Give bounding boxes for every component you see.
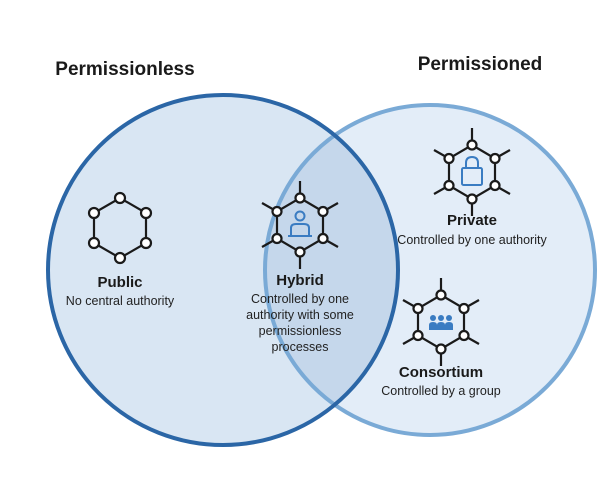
hybrid-title: Hybrid bbox=[276, 272, 324, 289]
private-desc: Controlled by one authority bbox=[397, 233, 547, 247]
private-title: Private bbox=[446, 212, 498, 229]
hexagon-network-lock-icon bbox=[432, 126, 512, 218]
consortium-title: Consortium bbox=[398, 364, 484, 381]
permissioned-title: Permissioned bbox=[417, 54, 543, 75]
public-title: Public bbox=[97, 274, 143, 291]
permissionless-title: Permissionless bbox=[55, 59, 195, 80]
consortium-desc: Controlled by a group bbox=[381, 384, 501, 398]
hexagon-network-person-icon bbox=[260, 179, 340, 271]
permissioned-circle-outline bbox=[263, 103, 597, 437]
public-desc: No central authority bbox=[65, 294, 175, 308]
permissionless-circle-outline bbox=[46, 93, 400, 447]
hybrid-desc: Controlled by one authority with some pe… bbox=[246, 292, 354, 354]
hexagon-network-group-icon bbox=[401, 276, 481, 368]
overlap-region bbox=[265, 105, 398, 435]
